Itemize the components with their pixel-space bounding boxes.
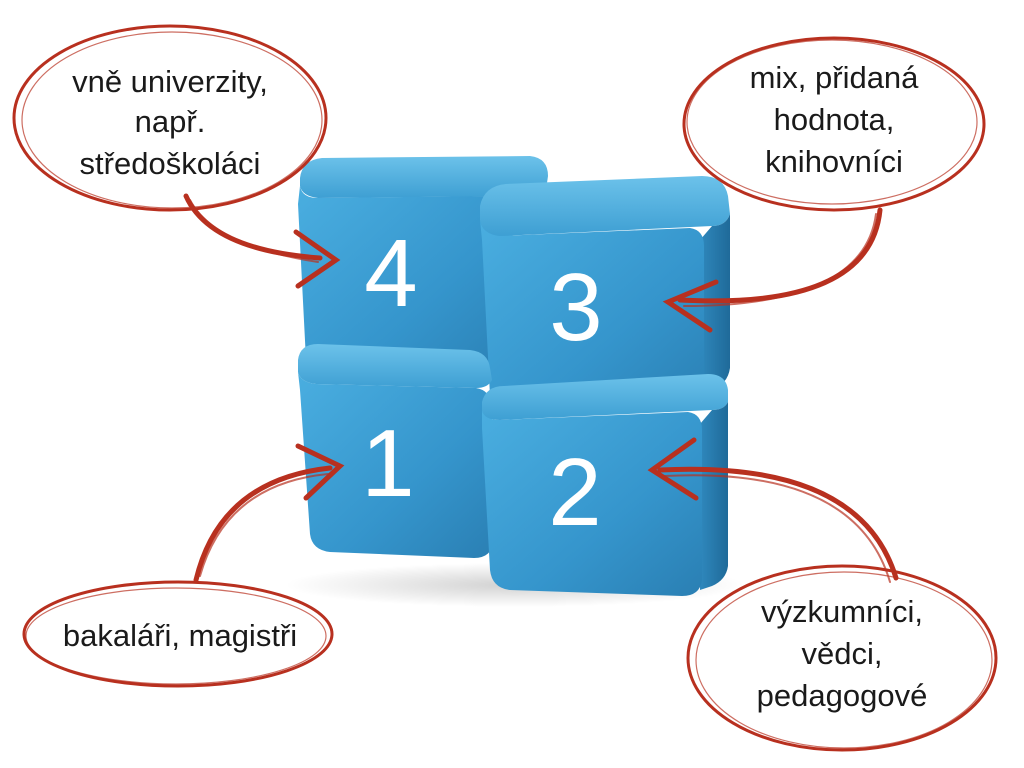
cube-4: 4: [298, 156, 548, 378]
callout-bottom-right-line-3: pedagogové: [757, 678, 928, 713]
arrow-top-left-head: [293, 229, 341, 289]
arrow-top-left-to-cube-4: [183, 193, 341, 289]
callout-top-right-ellipse-sketch: [686, 39, 978, 205]
cube-1-face: [298, 372, 494, 558]
cube-3-face: [480, 220, 704, 414]
callout-bottom-left-ellipse-sketch: [25, 587, 327, 685]
callout-top-right-line-1: mix, přidaná: [750, 60, 920, 95]
cube-4-top: [300, 156, 548, 198]
callout-top-left: vně univerzity, např. středoškoláci: [12, 24, 328, 212]
callout-bottom-right: výzkumníci, vědci, pedagogové: [686, 564, 998, 752]
callout-bottom-right-ellipse-sketch: [695, 571, 993, 749]
cube-1-number: 1: [361, 410, 414, 517]
arrow-bottom-right-head: [647, 437, 699, 501]
arrow-top-right-shaft-sketch: [683, 213, 877, 307]
cube-3-side: [700, 214, 730, 394]
arrow-bottom-right-shaft: [657, 466, 899, 581]
cube-2-number: 2: [548, 439, 601, 546]
cube-1: 1: [298, 344, 494, 558]
cube-2-side: [700, 402, 728, 590]
cube-3-number: 3: [549, 254, 602, 361]
callout-top-right-ellipse: [682, 36, 986, 212]
cube-4-number: 4: [364, 220, 417, 327]
arrow-bottom-right-shaft-sketch: [663, 474, 891, 583]
cube-2-top: [482, 374, 728, 420]
callout-bottom-right-ellipse: [686, 564, 998, 752]
arrow-bottom-left-head: [295, 443, 345, 501]
cube-2: 2: [482, 374, 728, 596]
arrow-bottom-left-shaft-sketch: [199, 473, 329, 577]
arrow-top-right-to-cube-3: [662, 207, 883, 333]
callout-bottom-left-line-1: bakaláři, magistři: [63, 618, 297, 653]
cube-3: 3: [480, 176, 730, 414]
callout-bottom-right-line-2: vědci,: [802, 636, 883, 671]
callout-top-left-line-3: středoškoláci: [80, 146, 261, 181]
callout-bottom-right-line-1: výzkumníci,: [761, 594, 923, 629]
callout-top-right-line-3: knihovníci: [765, 144, 903, 179]
arrow-top-left-shaft-sketch: [189, 199, 319, 263]
cube-3-top: [480, 176, 730, 236]
cube-1-top: [298, 344, 492, 388]
callout-top-left-ellipse: [12, 24, 328, 212]
arrow-bottom-right-to-cube-2: [647, 437, 899, 583]
callout-top-left-ellipse-sketch: [21, 31, 323, 209]
arrow-bottom-left-shaft: [193, 465, 333, 583]
cube-2-face: [482, 410, 702, 596]
callout-top-right: mix, přidaná hodnota, knihovníci: [682, 36, 986, 212]
callout-top-left-line-1: vně univerzity,: [72, 64, 268, 99]
arrow-top-right-head: [662, 279, 719, 333]
callout-top-right-line-2: hodnota,: [774, 102, 895, 137]
arrow-bottom-left-to-cube-1: [193, 443, 345, 583]
callout-bottom-left-ellipse: [22, 580, 334, 688]
callout-top-left-line-2: např.: [135, 104, 206, 139]
cube-4-face: [298, 186, 516, 378]
callout-bottom-left: bakaláři, magistři: [22, 580, 334, 688]
